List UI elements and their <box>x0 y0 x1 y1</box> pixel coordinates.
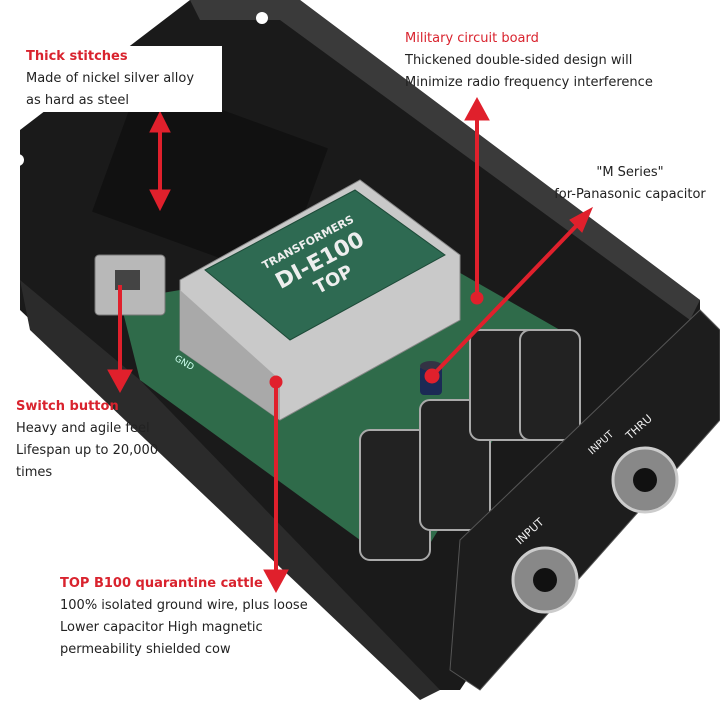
stitches-arrowhead-up <box>149 110 171 133</box>
callout-line: as hard as steel <box>26 93 129 108</box>
callout-line: Lower capacitor High magnetic <box>60 620 263 635</box>
callout-line: for-Panasonic capacitor <box>554 187 706 202</box>
enclosure-top-edge <box>190 0 700 320</box>
mount-hole <box>256 12 268 24</box>
callout-line: Thickened double-sided design will <box>405 53 633 68</box>
enclosure-side <box>20 280 440 700</box>
transformer-dot <box>269 375 283 389</box>
switch-arrowhead <box>107 369 133 394</box>
circuit-arrowhead <box>464 96 490 121</box>
callout-line: Heavy and agile feel <box>16 421 150 436</box>
capacitor-arrow <box>430 220 582 378</box>
callout-line: Minimize radio frequency interference <box>405 75 653 90</box>
callout-circuit: Military circuit board Thickened double-… <box>405 28 653 94</box>
jack-input-hole <box>533 568 557 592</box>
callout-title: Military circuit board <box>405 31 539 46</box>
transformer-arrowhead <box>263 569 289 594</box>
callout-title: Switch button <box>16 399 119 414</box>
callout-stitches: Thick stitches Made of nickel silver all… <box>20 46 222 112</box>
callout-line: times <box>16 465 53 480</box>
capacitor-arrowhead <box>569 206 594 233</box>
stitches-arrowhead-down <box>149 189 171 212</box>
capacitor-dot <box>424 368 440 384</box>
callout-title: Thick stitches <box>26 49 128 64</box>
callout-line: permeability shielded cow <box>60 642 231 657</box>
callout-line: Made of nickel silver alloy <box>26 71 195 86</box>
callout-transformer: TOP B100 quarantine cattle 100% isolated… <box>60 573 308 661</box>
jack-thru-hole <box>633 468 657 492</box>
callout-title: TOP B100 quarantine cattle <box>60 576 263 591</box>
mount-hole <box>12 154 24 166</box>
callout-line: 100% isolated ground wire, plus loose <box>60 598 308 613</box>
circuit-dot <box>470 291 484 305</box>
callout-line: "M Series" <box>596 165 664 180</box>
transformer-label-plate <box>204 189 446 341</box>
callout-capacitor: "M Series" for-Panasonic capacitor <box>550 162 710 206</box>
transformer-front <box>180 290 280 420</box>
callout-switch: Switch button Heavy and agile feel Lifes… <box>16 396 158 484</box>
jack-block <box>359 329 581 561</box>
callout-line: Lifespan up to 20,000 <box>16 443 159 458</box>
